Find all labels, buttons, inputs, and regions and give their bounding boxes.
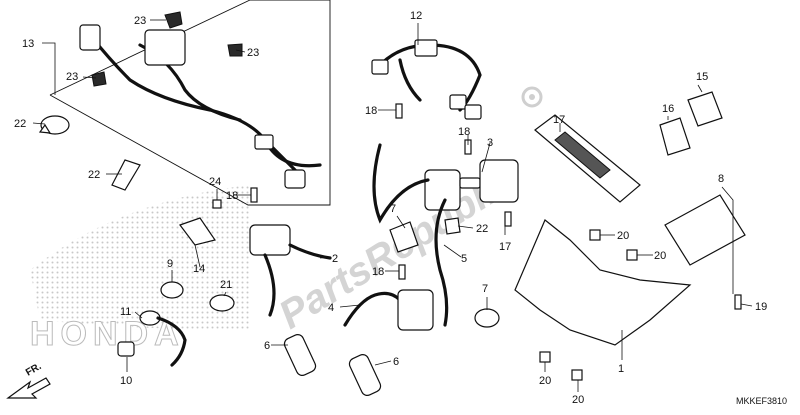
callout-5: 5	[461, 253, 467, 265]
callout-22-b: 22	[88, 169, 100, 181]
callout-23-left: 23	[66, 71, 78, 83]
sensor-15	[687, 91, 723, 127]
high-tension-cable-5	[372, 143, 449, 327]
clip-23-top	[164, 11, 183, 29]
callout-22-a: 22	[14, 118, 26, 130]
nut-20-c	[539, 351, 551, 363]
callout-17-label: 17	[553, 114, 565, 126]
callout-23-right: 23	[247, 47, 259, 59]
callout-19: 19	[755, 301, 767, 313]
callout-18-a: 18	[365, 105, 377, 117]
honda-wing-watermark: HONDA	[30, 185, 250, 354]
callout-3: 3	[487, 137, 493, 149]
diagram-code: MKKEF3810	[736, 396, 787, 406]
callout-23-top: 23	[134, 15, 146, 27]
connector-10	[117, 341, 135, 357]
callout-labels: 13 23 23 23 22 22 24 18 14 9 21 11 10 2 …	[14, 10, 767, 406]
callout-14: 14	[193, 263, 205, 275]
wire-harness	[79, 24, 322, 189]
nut-20-d	[571, 369, 583, 381]
regulator-8	[664, 194, 746, 266]
direction-label: FR.	[24, 361, 44, 379]
high-tension-cable-4	[343, 291, 402, 327]
gear-logo-icon	[521, 86, 543, 108]
grommet-9	[160, 281, 184, 299]
callout-10: 10	[120, 375, 132, 387]
clip-23-left	[91, 71, 107, 87]
spark-plug-cap-6-left	[283, 334, 317, 376]
nut-20-b	[626, 249, 638, 261]
clip-22-right	[444, 217, 461, 235]
ignition-coil-lower	[397, 289, 434, 331]
callout-15: 15	[696, 71, 708, 83]
callout-6-left: 6	[264, 340, 270, 352]
front-direction-arrow: FR.	[6, 361, 51, 399]
clamp-21	[209, 294, 235, 312]
nut-20-a	[589, 229, 601, 241]
sub-harness-11	[139, 310, 187, 367]
bracket-14	[179, 217, 216, 246]
bolt-24	[212, 199, 222, 209]
ignition-coil-3-left	[424, 169, 481, 211]
callout-7-lower: 7	[482, 283, 488, 295]
callout-20-d: 20	[572, 394, 584, 406]
callout-11: 11	[120, 306, 131, 318]
ecu-17	[534, 114, 641, 203]
callout-9: 9	[167, 258, 173, 270]
callout-18-b: 18	[226, 190, 238, 202]
callout-6-right: 6	[393, 356, 399, 368]
callout-16: 16	[662, 103, 674, 115]
callout-18-e: 17	[499, 241, 511, 253]
bolt-18-a	[395, 103, 403, 119]
clip-23-right	[227, 43, 243, 57]
bracket-1	[514, 219, 692, 346]
callout-7-upper: 7	[390, 203, 396, 215]
callout-13: 13	[22, 38, 34, 50]
callout-24: 24	[209, 176, 221, 188]
band-22-b	[111, 159, 141, 191]
ignition-coil-3-right	[479, 159, 519, 203]
callout-22-right: 22	[476, 223, 488, 235]
callout-20-c: 20	[539, 375, 551, 387]
plug-cap-7-upper	[389, 221, 419, 253]
ignition-coil-2	[249, 224, 332, 317]
callout-21: 21	[220, 279, 232, 291]
plug-cap-7-lower	[474, 308, 500, 328]
leader-lines	[32, 19, 753, 392]
spark-plug-cap-6-right	[348, 354, 382, 396]
callout-2: 2	[332, 253, 338, 265]
callout-18-d: 18	[372, 266, 384, 278]
callout-18-c: 18	[458, 126, 470, 138]
callout-20-b: 20	[654, 250, 666, 262]
sub-harness-12	[371, 39, 482, 120]
bolt-19	[734, 294, 742, 310]
harness-group-frame	[49, 0, 331, 206]
bolt-18-d	[398, 264, 406, 280]
bolt-18-e	[504, 211, 512, 227]
callout-20-a: 20	[617, 230, 629, 242]
callout-1: 1	[618, 363, 624, 375]
relay-16	[659, 117, 691, 156]
bolt-18-b	[250, 187, 258, 203]
band-22-a	[38, 115, 70, 135]
callout-4: 4	[328, 302, 334, 314]
callout-8: 8	[718, 173, 724, 185]
callout-12: 12	[410, 10, 422, 22]
